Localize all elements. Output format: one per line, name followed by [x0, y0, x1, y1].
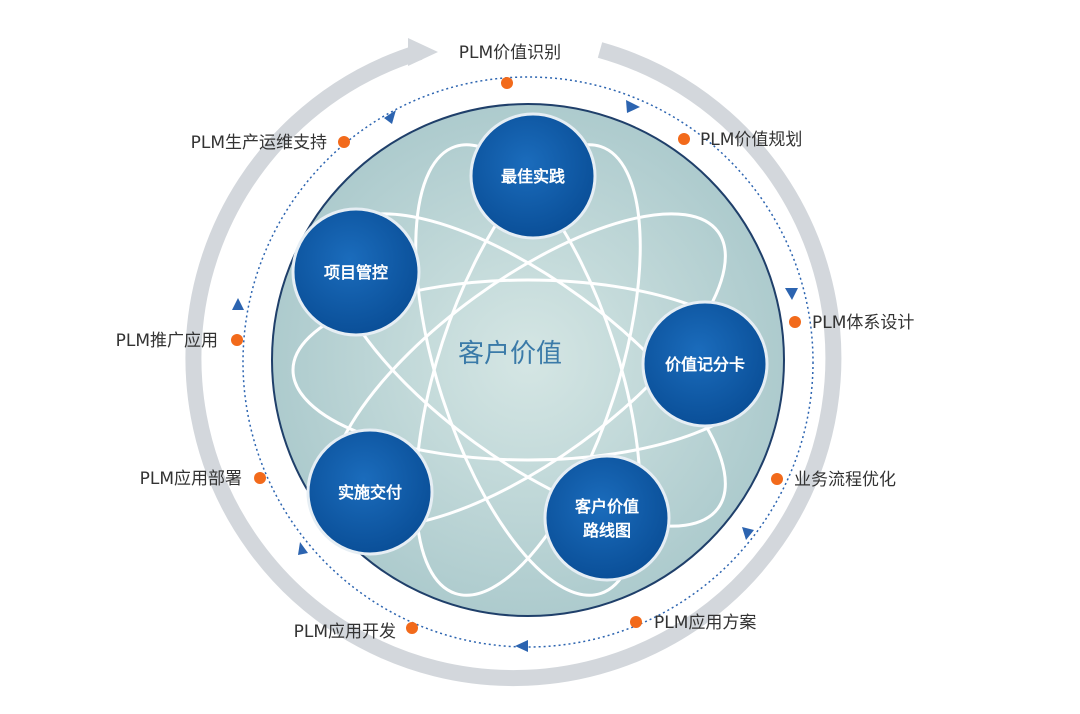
step-label: 业务流程优化	[794, 470, 896, 490]
bubble-label-line2: 路线图	[583, 521, 631, 540]
step-dot-icon	[771, 473, 783, 485]
bubble-label: 价值记分卡	[665, 355, 745, 374]
bubble-best-practice: 最佳实践	[469, 112, 597, 240]
step-dot-icon	[501, 77, 513, 89]
bubble-label: 最佳实践	[501, 167, 565, 186]
bubble-value-scorecard: 价值记分卡	[641, 300, 769, 428]
bubble-customer-value-roadmap: 客户价值 路线图	[543, 454, 671, 582]
step-label: PLM体系设计	[812, 313, 914, 333]
center-label: 客户价值	[458, 339, 562, 369]
outer-arrowhead-icon	[408, 38, 438, 66]
step-label: PLM生产运维支持	[191, 133, 327, 153]
step-dot-icon	[789, 316, 801, 328]
cycle-arrow-icons	[232, 100, 798, 652]
step-label: PLM应用部署	[140, 469, 242, 489]
step-label: PLM价值识别	[459, 43, 561, 63]
step-label: PLM价值规划	[700, 130, 802, 150]
cycle-step: PLM价值识别	[459, 43, 561, 89]
bubble-implementation-delivery: 实施交付	[306, 428, 434, 556]
step-dot-icon	[338, 136, 350, 148]
cycle-step: PLM生产运维支持	[191, 133, 350, 153]
step-dot-icon	[231, 334, 243, 346]
bubble-project-control: 项目管控	[291, 207, 421, 337]
cycle-step: PLM应用方案	[630, 613, 756, 633]
step-dot-icon	[630, 616, 642, 628]
bubble-label: 项目管控	[324, 263, 388, 282]
cycle-step: PLM推广应用	[116, 331, 243, 351]
step-label: PLM应用方案	[654, 613, 756, 633]
step-label: PLM推广应用	[116, 331, 218, 351]
step-dot-icon	[406, 622, 418, 634]
bubble-label: 实施交付	[338, 483, 402, 502]
cycle-step: 业务流程优化	[771, 470, 896, 490]
cycle-step: PLM应用部署	[140, 469, 266, 489]
step-label: PLM应用开发	[294, 622, 396, 642]
step-dot-icon	[254, 472, 266, 484]
dotted-cycle-ring	[242, 76, 814, 648]
cycle-step: PLM体系设计	[789, 313, 914, 333]
cycle-step: PLM价值规划	[678, 130, 802, 150]
outer-cycle-arc	[185, 42, 842, 687]
bubble-label-line1: 客户价值	[575, 497, 639, 516]
cycle-step: PLM应用开发	[294, 622, 418, 642]
step-dot-icon	[678, 133, 690, 145]
